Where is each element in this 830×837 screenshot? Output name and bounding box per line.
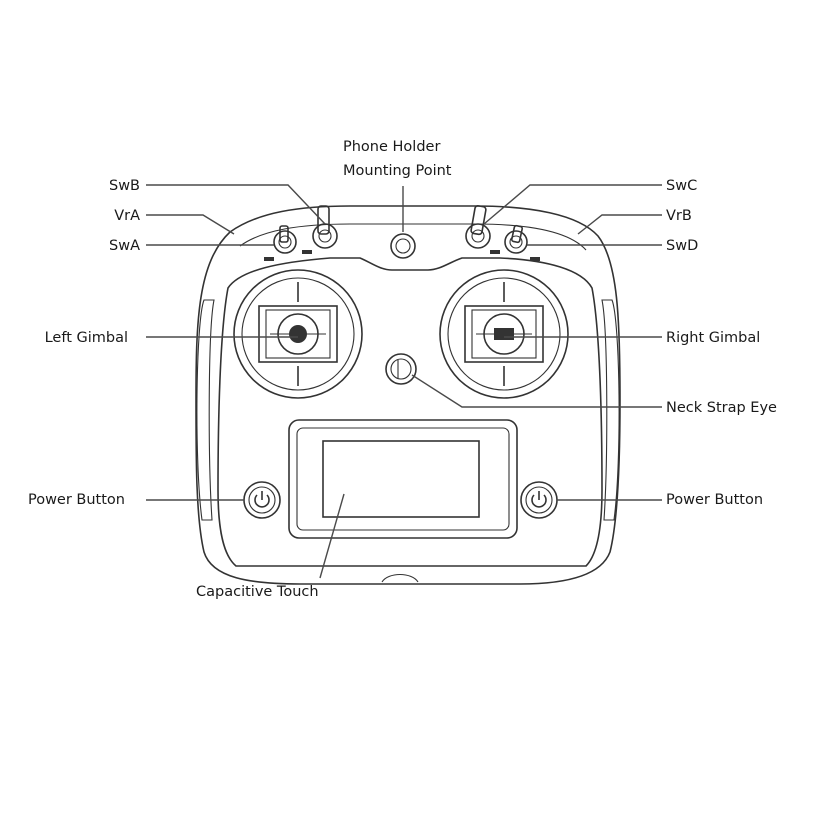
label-power-button-right: Power Button [666, 492, 763, 508]
switch-swb[interactable] [302, 205, 338, 254]
labels: Phone Holder Mounting Point SwB VrA SwA … [28, 139, 777, 600]
label-vrb: VrB [666, 208, 692, 224]
label-phone-holder-line1: Phone Holder [343, 139, 440, 155]
capacitive-touch-screen[interactable] [288, 419, 518, 539]
leader-swc [483, 184, 662, 225]
label-right-gimbal: Right Gimbal [666, 330, 760, 346]
leader-lines [146, 184, 662, 579]
power-button-right[interactable] [520, 481, 558, 519]
leader-vrb [577, 214, 662, 235]
label-phone-holder-line2: Mounting Point [343, 163, 452, 179]
neck-strap-eye [385, 353, 417, 385]
leader-swb [146, 184, 326, 225]
power-button-left[interactable] [243, 481, 281, 519]
leader-neck-strap [411, 374, 662, 408]
switch-swd[interactable] [504, 224, 540, 261]
label-power-button-left: Power Button [28, 492, 125, 508]
label-left-gimbal: Left Gimbal [45, 330, 128, 346]
left-gimbal[interactable] [233, 269, 363, 399]
label-swb: SwB [109, 178, 140, 194]
label-vra: VrA [114, 208, 140, 224]
right-gimbal[interactable] [439, 269, 569, 399]
leader-vra [146, 214, 235, 235]
label-neck-strap-eye: Neck Strap Eye [666, 400, 777, 416]
phone-holder-mount [390, 233, 416, 259]
label-swd: SwD [666, 238, 698, 254]
label-capacitive-touch: Capacitive Touch [196, 584, 319, 600]
label-swc: SwC [666, 178, 697, 194]
controller-body [195, 205, 621, 585]
leader-capacitive-touch [319, 493, 345, 579]
label-swa: SwA [109, 238, 140, 254]
switch-swa[interactable] [264, 225, 297, 261]
switch-swc[interactable] [465, 205, 500, 254]
